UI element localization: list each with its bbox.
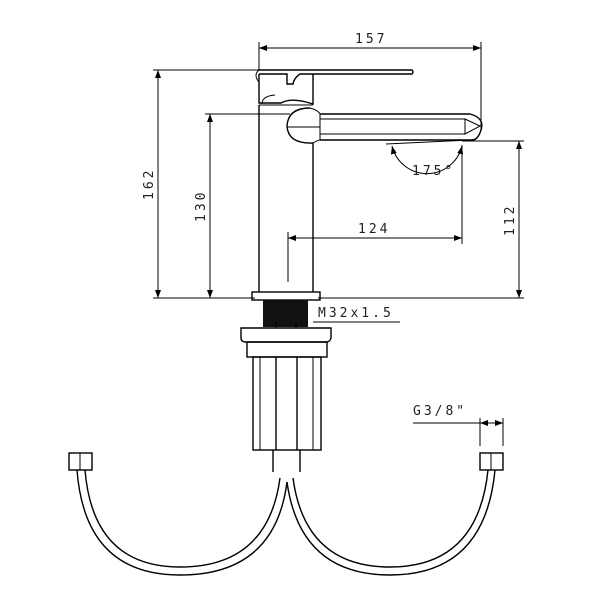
- dimension-reach-124: 124: [287, 145, 463, 282]
- dimension-width-157: 157: [258, 32, 482, 130]
- dimension-label-112: 112: [503, 204, 518, 236]
- dimension-height-112: 112: [318, 140, 524, 299]
- dimension-label-124: 124: [358, 222, 390, 237]
- dimension-hose-connection: G3/8": [413, 404, 504, 446]
- faucet-body: [251, 69, 483, 301]
- mounting-nut: [240, 322, 332, 451]
- dimension-angle-175: 175°: [385, 139, 471, 179]
- thread-stem: M32x1.5: [263, 300, 400, 327]
- thread-label: M32x1.5: [318, 306, 394, 321]
- dimension-height-162: 162: [142, 69, 259, 299]
- flexible-hoses: [68, 450, 504, 576]
- hose-connection-label: G3/8": [413, 404, 467, 419]
- dimension-height-130: 130: [194, 113, 290, 298]
- dimension-label-130: 130: [194, 190, 209, 222]
- dimension-label-162: 162: [142, 168, 157, 200]
- dimension-label-157: 157: [355, 32, 387, 47]
- dimension-label-175: 175°: [412, 164, 455, 179]
